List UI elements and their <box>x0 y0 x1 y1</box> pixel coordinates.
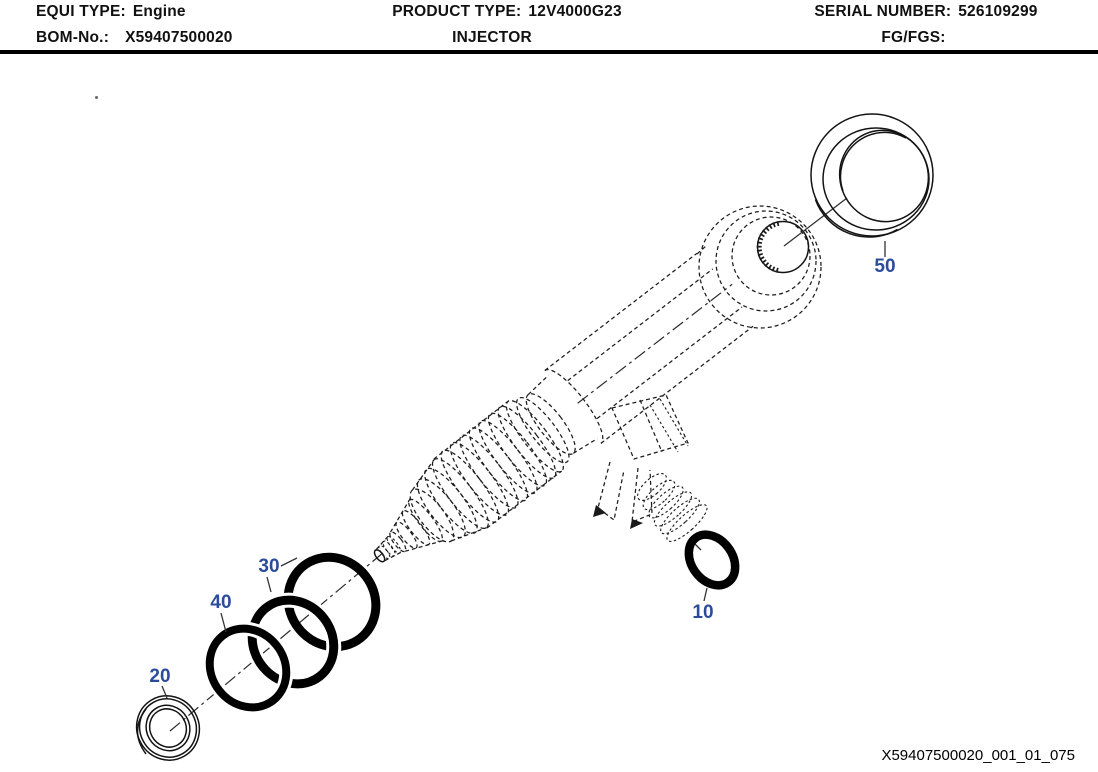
scan-speck <box>95 96 98 99</box>
callout-30[interactable]: 30 <box>258 556 279 577</box>
callout-tick-30a <box>266 576 272 593</box>
nozzle-tip-face <box>373 549 386 563</box>
header-row-1: EQUI TYPE: Engine PRODUCT TYPE: 12V4000G23… <box>0 3 1098 23</box>
o-ring-30-front <box>247 595 339 689</box>
cap-thread-bore <box>756 220 810 274</box>
header-row-2: BOM-No.: X59407500020 INJECTOR FG/FGS: <box>0 29 1098 49</box>
o-ring-10 <box>684 530 740 590</box>
branch-junction-block <box>611 394 689 460</box>
callout-10[interactable]: 10 <box>692 602 713 623</box>
connector-branch <box>593 394 708 551</box>
callout-tick-30b <box>280 557 298 567</box>
leader-line-50 <box>783 197 848 247</box>
fg-fgs-field: FG/FGS: <box>881 29 952 47</box>
product-type-field: PRODUCT TYPE: 12V4000G23 <box>392 3 622 21</box>
product-name: INJECTOR <box>452 29 532 46</box>
equi-type-label: EQUI TYPE: <box>36 3 126 20</box>
injector-top-cap <box>696 205 822 329</box>
bom-number-value: X59407500020 <box>125 29 233 46</box>
cap-thread-hatch <box>756 220 780 274</box>
seal-ring-50 <box>810 113 934 238</box>
callout-20[interactable]: 20 <box>149 666 170 687</box>
serial-number-field: SERIAL NUMBER: 526109299 <box>814 3 1037 21</box>
fork-prong-left <box>597 461 625 522</box>
serial-number-label: SERIAL NUMBER: <box>814 3 952 20</box>
equi-type-value: Engine <box>132 3 186 20</box>
callout-tick-10 <box>703 587 708 602</box>
bom-number-field: BOM-No.: X59407500020 <box>36 29 233 47</box>
figure-code: X59407500020_001_01_075 <box>881 747 1075 764</box>
callout-40[interactable]: 40 <box>210 592 231 613</box>
o-ring-40 <box>205 624 291 712</box>
fg-fgs-label: FG/FGS: <box>881 29 946 46</box>
o-ring-30-rear <box>283 552 381 652</box>
product-type-value: 12V4000G23 <box>528 3 622 20</box>
page-header: EQUI TYPE: Engine PRODUCT TYPE: 12V4000G23… <box>0 0 1098 54</box>
callout-tick-20 <box>161 685 168 699</box>
fork-prong-right <box>631 467 653 523</box>
ribbed-nut-stack <box>409 399 564 543</box>
header-divider-rule <box>0 50 1098 54</box>
branch-ribbed-end <box>637 473 708 542</box>
bom-number-label: BOM-No.: <box>36 29 110 46</box>
product-type-label: PRODUCT TYPE: <box>392 3 522 20</box>
seal-ring-20 <box>135 695 201 761</box>
injector-body <box>373 252 754 563</box>
callout-tick-40 <box>220 612 227 633</box>
equi-type-field: EQUI TYPE: Engine <box>36 3 186 21</box>
seal-ring-20-side <box>136 708 147 755</box>
callout-50[interactable]: 50 <box>874 256 895 277</box>
serial-number-value: 526109299 <box>958 3 1038 20</box>
